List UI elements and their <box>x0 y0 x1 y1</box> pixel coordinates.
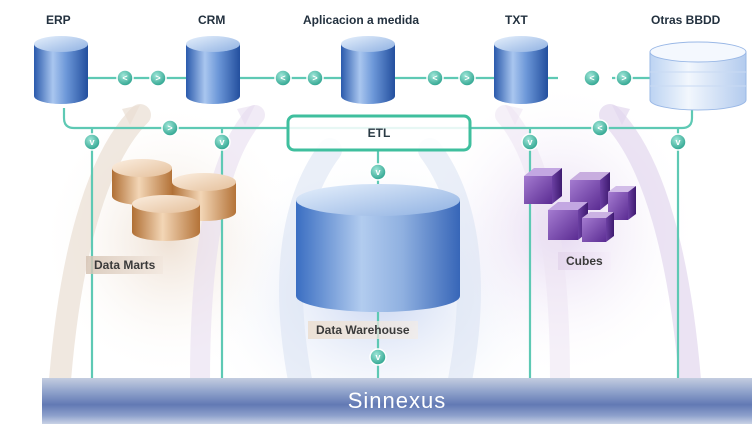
data-warehouse-label: Data Warehouse <box>308 321 418 339</box>
down-badge-icon: v <box>369 163 387 181</box>
right-badge-icon: > <box>149 69 167 87</box>
crm-database-icon <box>186 36 240 104</box>
txt-database-icon <box>494 36 548 104</box>
source-label-txt: TXT <box>505 13 528 27</box>
source-label-custom-app: Aplicacion a medida <box>303 13 420 27</box>
svg-text:v: v <box>675 137 680 147</box>
data-marts-icon <box>112 159 236 241</box>
right-badge-icon: > <box>161 119 179 137</box>
right-badge-icon: > <box>615 69 633 87</box>
source-label-crm: CRM <box>198 13 226 27</box>
etl-box <box>286 114 472 152</box>
right-badge-icon: > <box>458 69 476 87</box>
svg-text:>: > <box>621 73 626 83</box>
brand-label: Sinnexus <box>347 388 447 413</box>
sweep-arrows <box>49 104 701 392</box>
down-badge-icon: v <box>369 348 387 366</box>
cubes-label: Cubes <box>558 252 611 270</box>
right-badge-icon: > <box>306 69 324 87</box>
left-badge-icon: < <box>583 69 601 87</box>
bottom-bar: Sinnexus <box>42 378 752 424</box>
other-databases-icon <box>649 41 747 111</box>
svg-text:v: v <box>375 167 380 177</box>
down-badge-icon: v <box>521 133 539 151</box>
svg-text:>: > <box>167 123 172 133</box>
down-badge-icon: v <box>669 133 687 151</box>
svg-text:v: v <box>89 137 94 147</box>
left-badge-icon: < <box>591 119 609 137</box>
svg-text:<: < <box>280 73 285 83</box>
source-label-erp: ERP <box>46 13 71 27</box>
left-badge-icon: < <box>274 69 292 87</box>
custom-app-database-icon <box>341 36 395 104</box>
data-warehouse-icon <box>296 184 460 312</box>
down-badge-icon: v <box>213 133 231 151</box>
svg-text:v: v <box>527 137 532 147</box>
svg-text:v: v <box>375 352 380 362</box>
down-badge-icon: v <box>83 133 101 151</box>
svg-text:>: > <box>155 73 160 83</box>
data-marts-label: Data Marts <box>86 256 164 274</box>
source-label-other-databases: Otras BBDD <box>651 13 721 27</box>
cubes-icon <box>524 168 636 242</box>
svg-text:>: > <box>312 73 317 83</box>
left-badge-icon: < <box>116 69 134 87</box>
svg-text:>: > <box>464 73 469 83</box>
svg-text:v: v <box>219 137 224 147</box>
etl-label: ETL <box>367 126 391 140</box>
svg-text:<: < <box>589 73 594 83</box>
connector-badges: < > < > < > < > > < v v v v v v <box>83 69 687 366</box>
erp-database-icon <box>34 36 88 104</box>
svg-text:<: < <box>597 123 602 133</box>
svg-text:<: < <box>122 73 127 83</box>
svg-text:<: < <box>432 73 437 83</box>
left-badge-icon: < <box>426 69 444 87</box>
